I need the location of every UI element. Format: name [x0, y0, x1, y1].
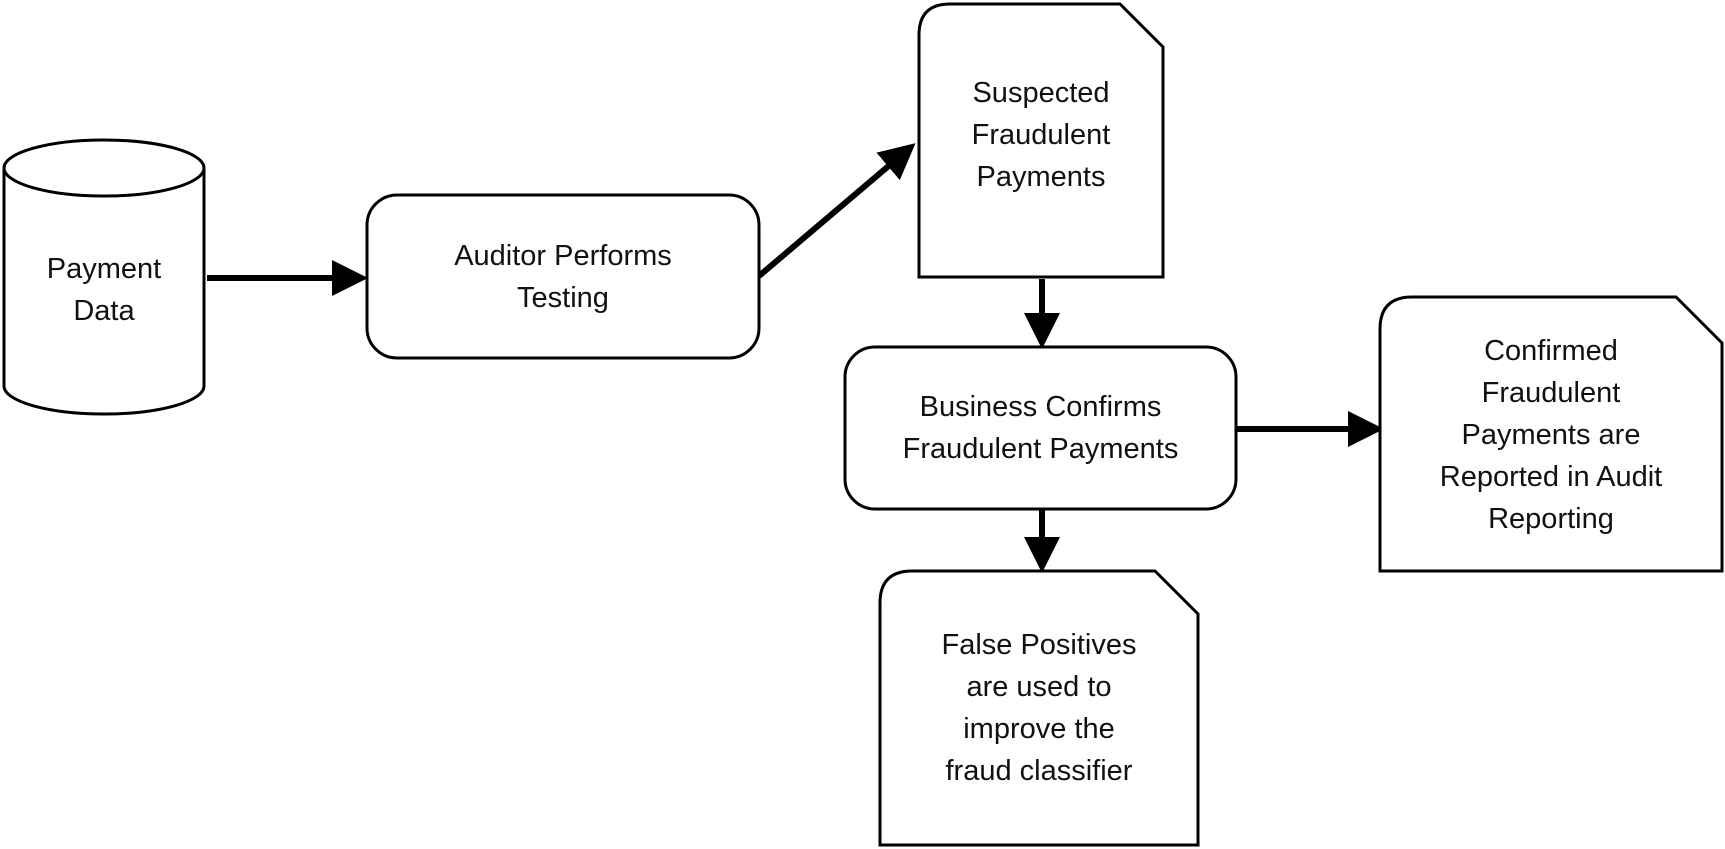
confirmed-reported-label: Confirmed Fraudulent Payments are Report… [1439, 335, 1663, 535]
false-positives-label: False Positives are used to improve the … [941, 628, 1137, 787]
suspected-payments-document [917, 2, 1165, 279]
false-positives-document [878, 569, 1200, 847]
edges [207, 143, 1384, 573]
suspected-payments-label: Suspected Fraudulent Payments [971, 77, 1111, 193]
payment-data-cylinder [2, 138, 206, 416]
edge-auditor-testing-to-suspected-payments [757, 143, 916, 279]
payment-data-label: Payment Data [46, 253, 162, 327]
confirmed-reported-document [1378, 295, 1724, 573]
auditor-testing-box [365, 193, 761, 360]
payment-data-cylinder-body [2, 168, 206, 416]
business-confirms-label: Business Confirms Fraudulent Payments [902, 391, 1179, 465]
business-confirms-box [843, 345, 1238, 511]
payment-data-cylinder-top [2, 138, 206, 198]
auditor-testing-label: Auditor Performs Testing [454, 239, 672, 314]
